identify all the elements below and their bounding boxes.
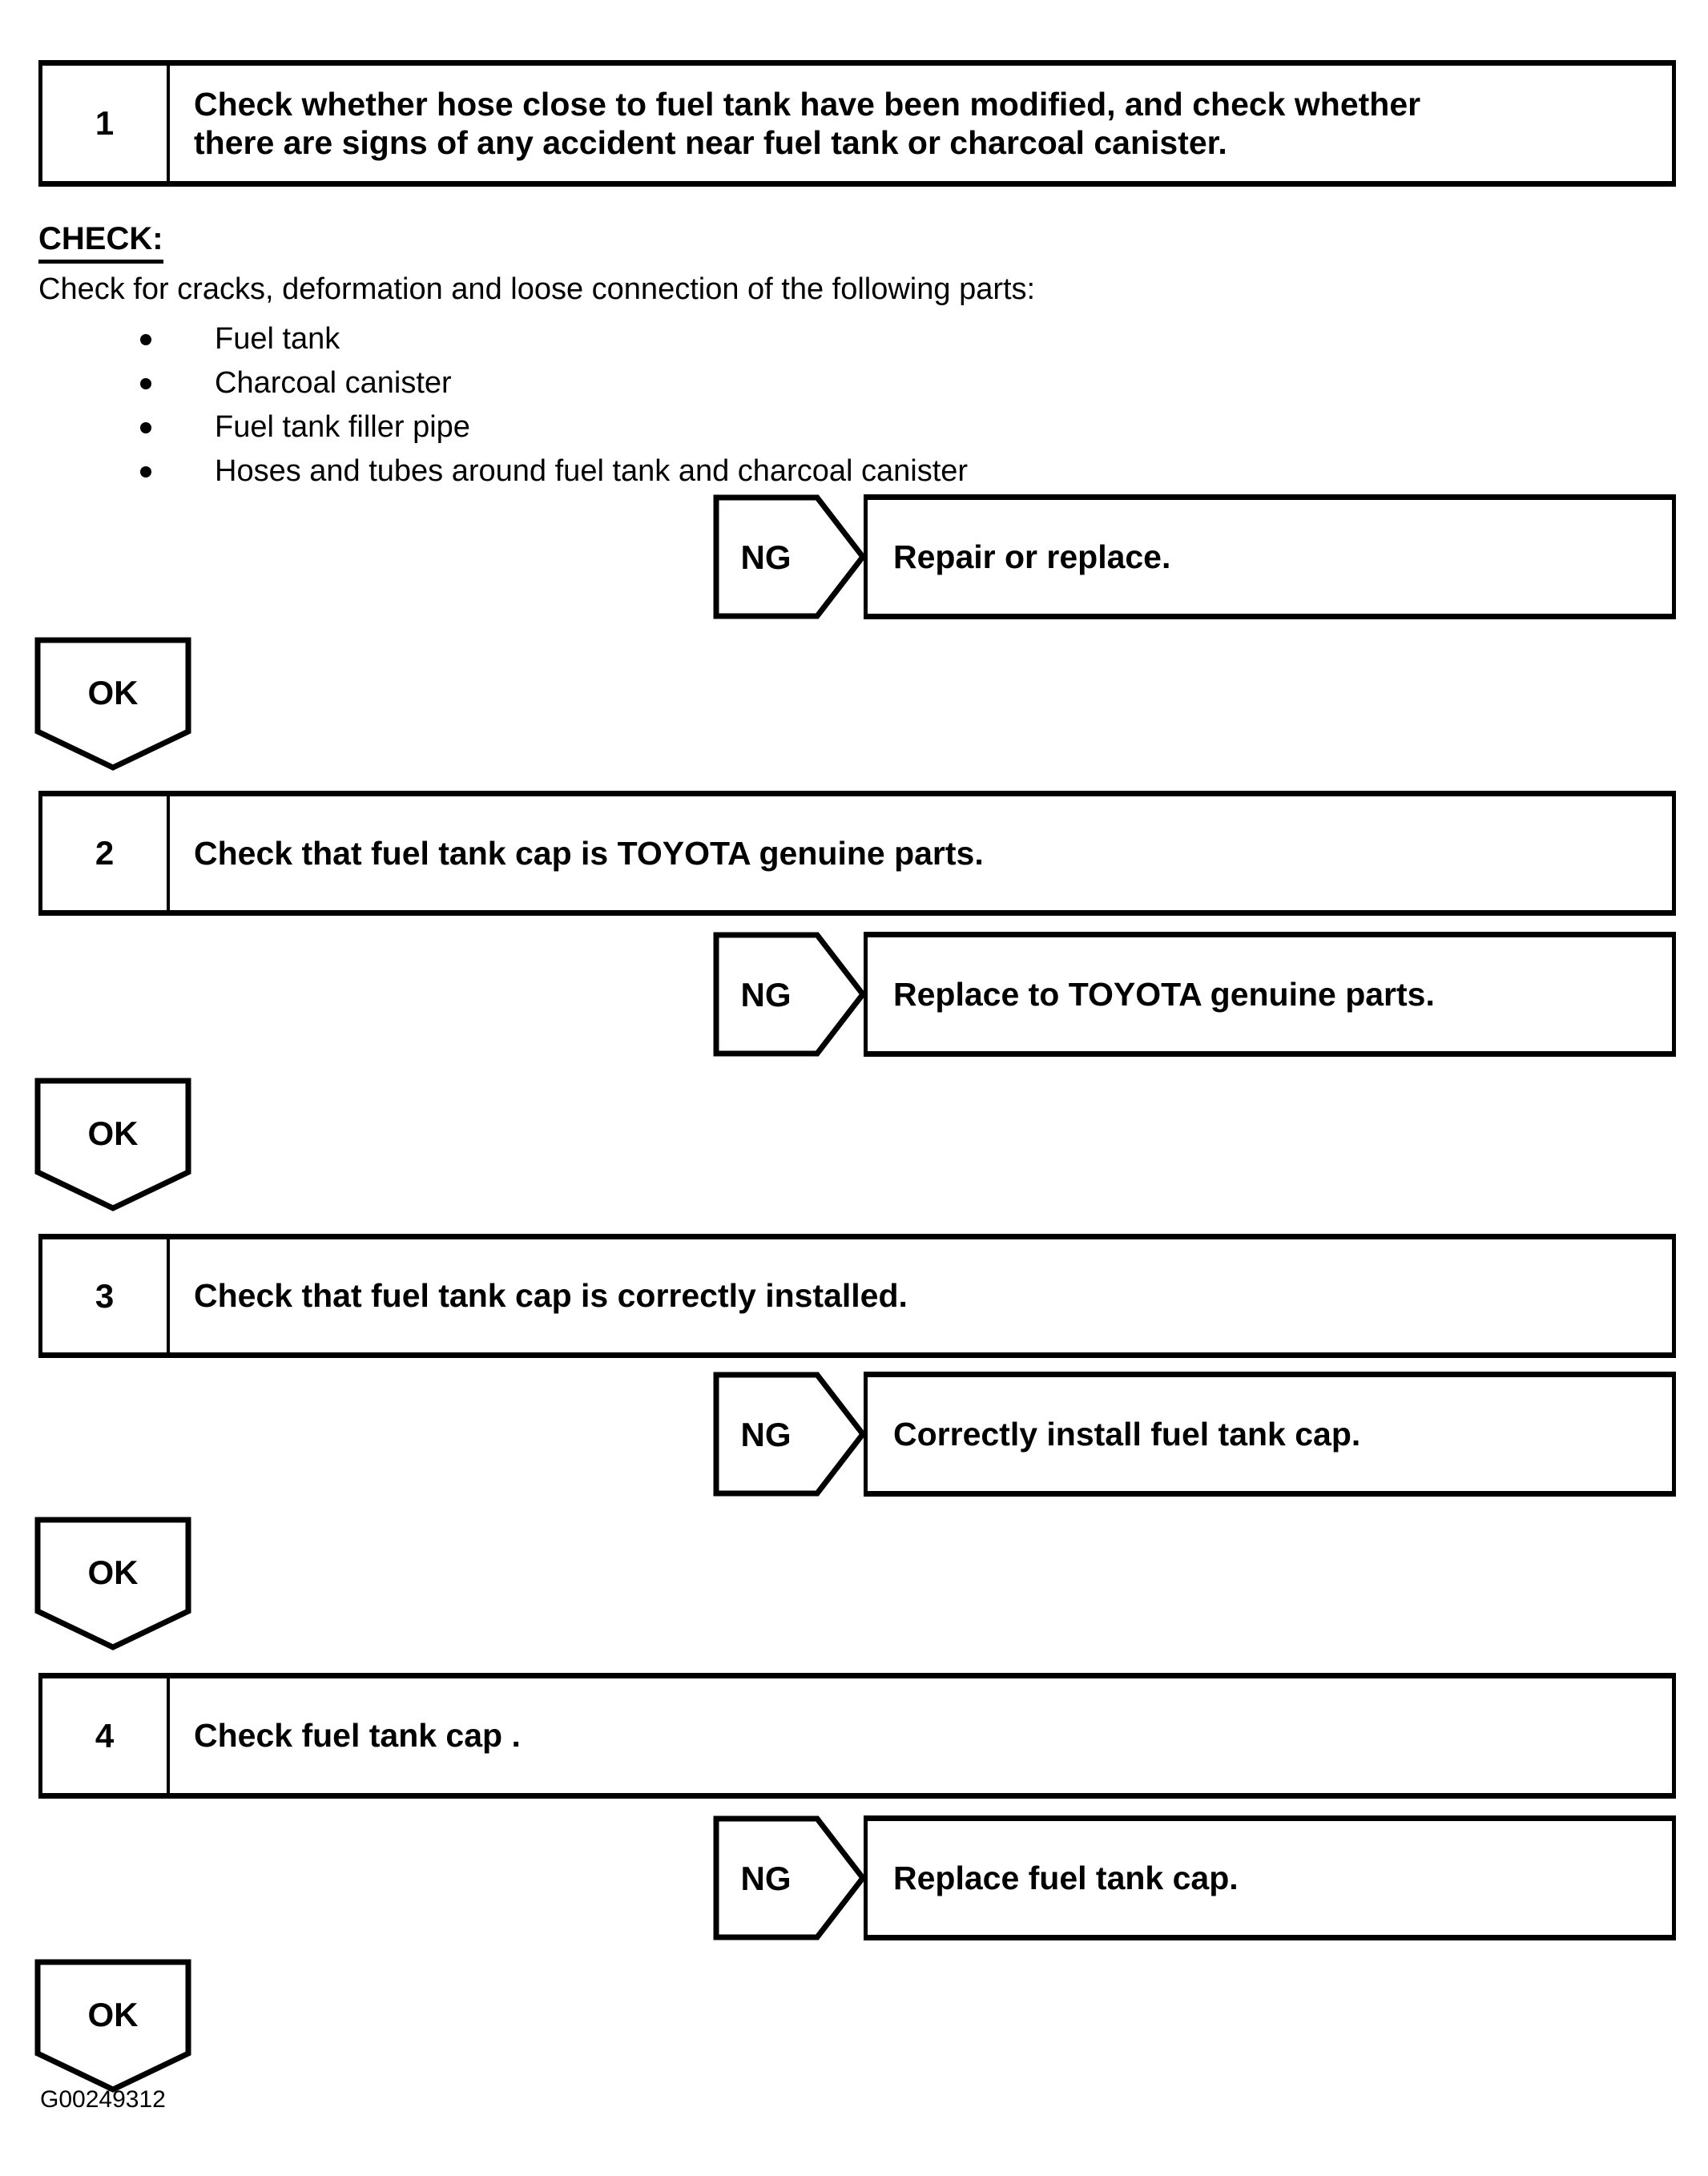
ng-pentagon-shape [713, 1372, 867, 1497]
bullet-dot-icon [140, 422, 151, 433]
ok-connector-3: OK [34, 1517, 191, 1650]
bullet-text: Fuel tank filler pipe [215, 410, 470, 444]
check-bullet-charcoal-canister: Charcoal canister [38, 361, 1561, 405]
ng-connector-3: NG [713, 1372, 867, 1497]
ng-label: NG [741, 1860, 792, 1897]
step-1-box: 1 Check whether hose close to fuel tank … [38, 60, 1676, 187]
bullet-dot-icon [140, 378, 151, 389]
check-intro: Check for cracks, deformation and loose … [38, 272, 1036, 306]
bullet-text: Hoses and tubes around fuel tank and cha… [215, 454, 969, 488]
ok-label: OK [88, 674, 139, 711]
step-3-box: 3 Check that fuel tank cap is correctly … [38, 1234, 1676, 1358]
ng-pentagon-shape [713, 494, 867, 619]
step-4-number: 4 [42, 1678, 170, 1793]
ng-action-3: Correctly install fuel tank cap. [864, 1372, 1676, 1497]
ng-pentagon-shape [713, 932, 867, 1057]
ok-connector-4: OK [34, 1959, 191, 2093]
ng-connector-1: NG [713, 494, 867, 619]
check-bullet-hoses-tubes: Hoses and tubes around fuel tank and cha… [38, 449, 1561, 494]
ok-pentagon-shape [34, 637, 191, 771]
ng-action-2: Replace to TOYOTA genuine parts. [864, 932, 1676, 1057]
check-bullet-fuel-tank: Fuel tank [38, 317, 1561, 361]
ok-connector-2: OK [34, 1078, 191, 1211]
step-2-instruction: Check that fuel tank cap is TOYOTA genui… [194, 834, 984, 872]
step-4-box: 4 Check fuel tank cap . [38, 1673, 1676, 1799]
step-2-box: 2 Check that fuel tank cap is TOYOTA gen… [38, 791, 1676, 916]
bullet-text: Fuel tank [215, 322, 340, 356]
ng-connector-2: NG [713, 932, 867, 1057]
check-heading: CHECK: [38, 221, 163, 264]
ng-label: NG [741, 1416, 792, 1453]
step-1-instruction: Check whether hose close to fuel tank ha… [194, 85, 1421, 161]
ok-pentagon-shape [34, 1959, 191, 2093]
ok-label: OK [88, 1553, 139, 1591]
step-1-number: 1 [42, 66, 170, 181]
bullet-dot-icon [140, 334, 151, 345]
ok-pentagon-shape [34, 1517, 191, 1650]
ok-connector-1: OK [34, 637, 191, 771]
step-3-instruction: Check that fuel tank cap is correctly in… [194, 1277, 908, 1315]
step-4-instruction: Check fuel tank cap . [194, 1717, 521, 1755]
ng-action-1: Repair or replace. [864, 494, 1676, 619]
ng-action-4: Replace fuel tank cap. [864, 1815, 1676, 1940]
step-3-number: 3 [42, 1239, 170, 1352]
check-bullet-filler-pipe: Fuel tank filler pipe [38, 405, 1561, 449]
ok-pentagon-shape [34, 1078, 191, 1211]
bullet-dot-icon [140, 466, 151, 478]
ng-connector-4: NG [713, 1815, 867, 1940]
ok-label: OK [88, 1114, 139, 1152]
ok-label: OK [88, 1996, 139, 2033]
ng-label: NG [741, 976, 792, 1013]
step-2-number: 2 [42, 796, 170, 910]
ng-label: NG [741, 538, 792, 576]
bullet-text: Charcoal canister [215, 366, 452, 400]
ng-pentagon-shape [713, 1815, 867, 1940]
figure-code: G00249312 [40, 2086, 166, 2113]
